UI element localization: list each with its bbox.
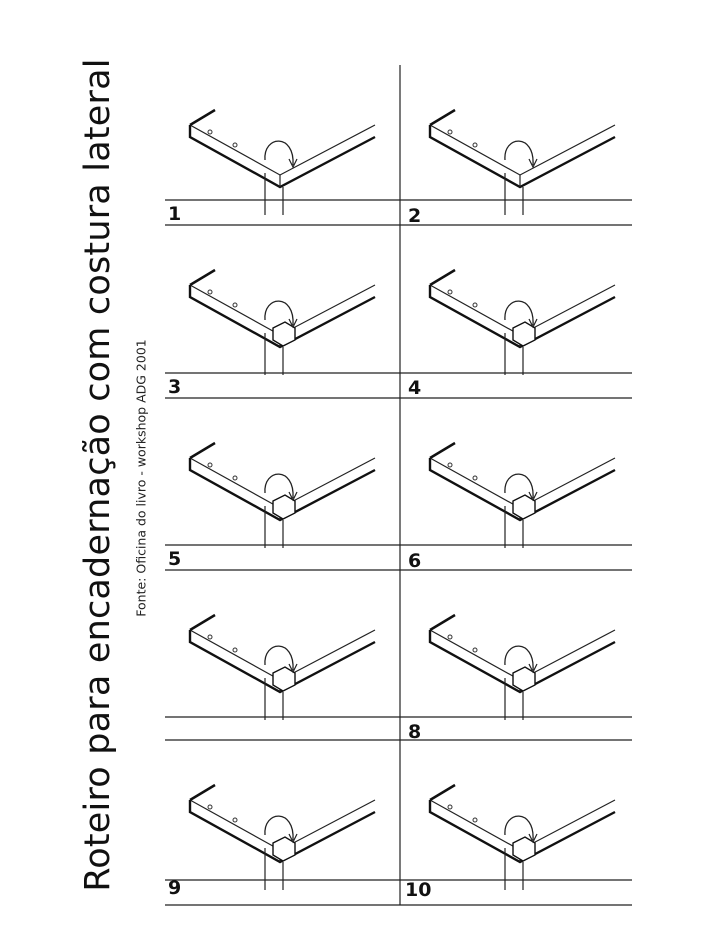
step-label-1: 1 <box>168 203 182 225</box>
arrow-head <box>528 663 538 674</box>
spine-block <box>272 666 296 692</box>
arrow-head <box>288 318 298 329</box>
source-caption: Fonte: Oficina do livro - workshop ADG 2… <box>133 339 149 617</box>
board-top-edge <box>429 124 616 176</box>
step-label-2: 2 <box>408 205 422 227</box>
arrow-head <box>528 158 538 169</box>
spine-block <box>512 666 536 692</box>
thread-loop-arrow <box>264 815 294 841</box>
board-bottom-edge <box>188 458 376 522</box>
thread-loop-arrow <box>504 473 534 499</box>
board-back-edge <box>189 108 216 127</box>
sewing-hole <box>207 289 213 295</box>
thread-loop-arrow <box>504 645 534 671</box>
sewing-hole <box>207 634 213 640</box>
board-back-edge <box>429 441 456 460</box>
sewing-hole <box>207 462 213 468</box>
arrow-head <box>288 158 298 169</box>
arrow-head <box>288 491 298 502</box>
spine-block <box>272 494 296 520</box>
thread-loop-arrow <box>504 300 534 326</box>
sewing-hole <box>447 804 453 810</box>
step-label-10: 10 <box>405 879 432 901</box>
thread-loop-arrow <box>264 645 294 671</box>
board-bottom-edge <box>188 800 376 864</box>
sewing-hole <box>472 817 478 823</box>
sewing-hole <box>207 129 213 135</box>
step-label-9: 9 <box>168 877 182 899</box>
arrow-head <box>528 491 538 502</box>
arrow-head <box>288 663 298 674</box>
sewing-hole <box>447 634 453 640</box>
spine-block <box>272 836 296 862</box>
thread-loop-arrow <box>504 815 534 841</box>
board-back-edge <box>189 783 216 802</box>
spine-block <box>512 494 536 520</box>
board-back-edge <box>429 108 456 127</box>
board-back-edge <box>189 268 216 287</box>
sewing-hole <box>447 129 453 135</box>
sewing-hole <box>232 302 238 308</box>
step-label-5: 5 <box>168 548 182 570</box>
binding-steps-illustration <box>165 65 632 906</box>
board-top-edge <box>189 124 376 176</box>
sewing-hole <box>232 817 238 823</box>
sewing-hole <box>472 475 478 481</box>
page-title: Roteiro para encadernação com costura la… <box>78 58 118 892</box>
board-bottom-edge <box>428 458 616 522</box>
step-label-8: 8 <box>408 721 422 743</box>
board-bottom-edge <box>188 125 376 189</box>
board-bottom-edge <box>188 630 376 694</box>
board-back-edge <box>189 441 216 460</box>
spine-block <box>272 321 296 347</box>
spine-block <box>512 836 536 862</box>
arrow-head <box>528 833 538 844</box>
spine-block <box>512 321 536 347</box>
sewing-hole <box>472 142 478 148</box>
board-back-edge <box>189 613 216 632</box>
arrow-head <box>528 318 538 329</box>
sewing-hole <box>447 462 453 468</box>
arrow-head <box>288 833 298 844</box>
thread-loop-arrow <box>264 300 294 326</box>
sewing-hole <box>207 804 213 810</box>
board-back-edge <box>429 268 456 287</box>
sewing-hole <box>472 302 478 308</box>
step-label-6: 6 <box>408 550 422 572</box>
board-bottom-edge <box>428 285 616 349</box>
board-bottom-edge <box>428 800 616 864</box>
thread-loop-arrow <box>264 140 294 166</box>
sewing-hole <box>232 647 238 653</box>
illustration-sheet: 1 2 3 4 5 6 8 9 10 <box>160 55 640 925</box>
board-bottom-edge <box>188 285 376 349</box>
thread-loop-arrow <box>264 473 294 499</box>
step-label-3: 3 <box>168 376 182 398</box>
sewing-hole <box>472 647 478 653</box>
board-back-edge <box>429 613 456 632</box>
sewing-hole <box>232 475 238 481</box>
sewing-hole <box>232 142 238 148</box>
step-label-4: 4 <box>408 377 422 399</box>
board-bottom-edge <box>428 125 616 189</box>
board-bottom-edge <box>428 630 616 694</box>
thread-loop-arrow <box>504 140 534 166</box>
sewing-hole <box>447 289 453 295</box>
board-back-edge <box>429 783 456 802</box>
